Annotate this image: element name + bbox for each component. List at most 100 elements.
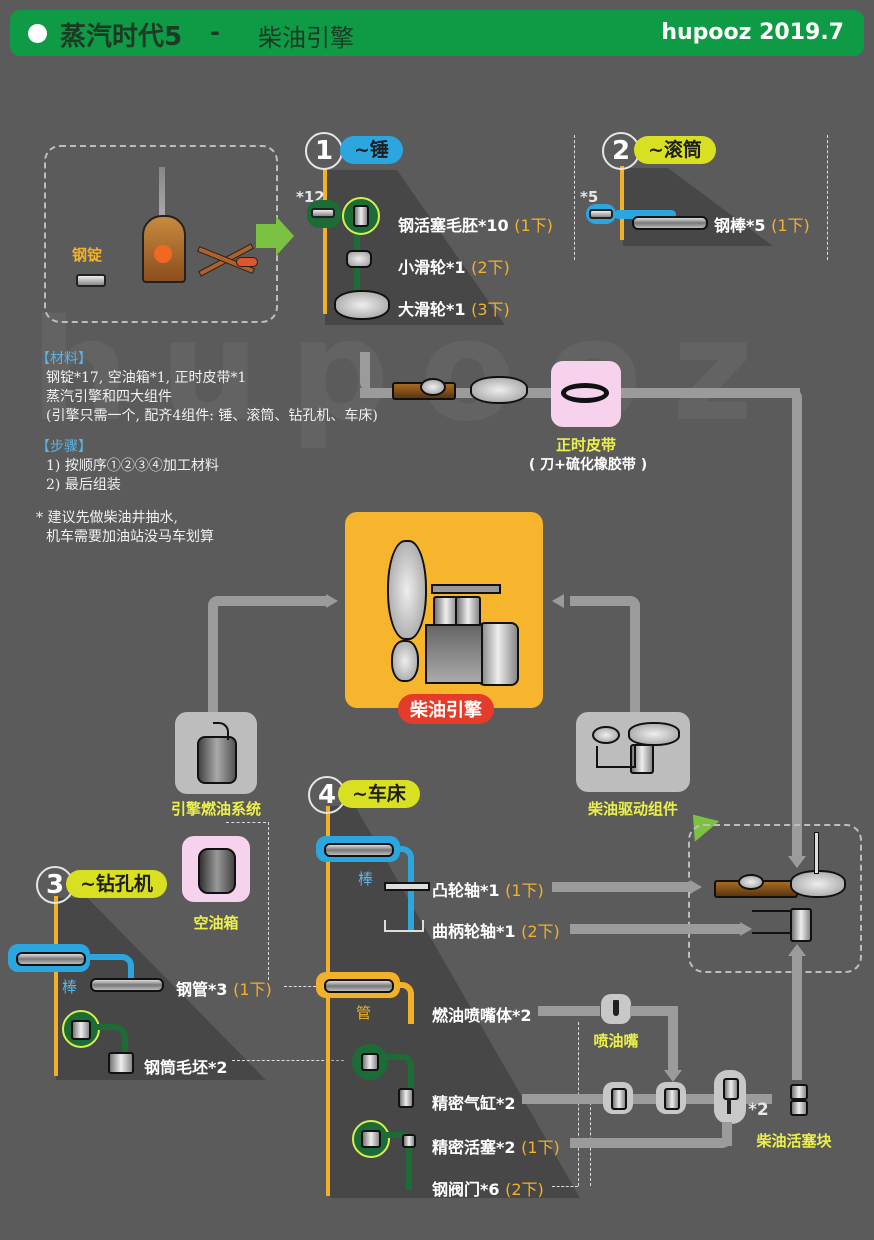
cylinder-blank-icon (71, 1020, 91, 1040)
small-pulley-icon (346, 250, 372, 268)
steel-pipe-icon (90, 978, 164, 992)
piston-blank-ring (342, 197, 380, 235)
flow-line (360, 352, 370, 392)
steel-ingot-label: 钢锭 (72, 246, 103, 264)
page-subtitle: 柴油引擎 (258, 24, 354, 52)
flow-line (630, 1006, 678, 1016)
flow-line (522, 1094, 772, 1104)
lathe-chain-line (406, 1134, 412, 1190)
timing-belt-icon (561, 383, 609, 403)
cylinder-blank-ring (62, 1010, 100, 1048)
nozzle-label: 喷油嘴 (593, 1032, 639, 1050)
roller-input-count: *5 (580, 188, 599, 206)
arrow-down-icon (664, 1070, 682, 1082)
rocker-bar-icon (431, 584, 501, 594)
flow-line (722, 1122, 732, 1146)
arrow-down-icon (788, 856, 806, 868)
lathe-item-3: 燃油喷嘴体*2 (432, 1006, 532, 1025)
flow-line (792, 388, 802, 858)
flow-line (570, 1138, 732, 1148)
fuel-system-card (175, 712, 257, 794)
piston-block-icon (790, 1100, 808, 1116)
materials-line: 钢锭*17, 空油箱*1, 正时皮带*1 (46, 370, 247, 386)
dashed-connector (552, 1186, 578, 1187)
piston-cylinder-icon (723, 1078, 739, 1100)
drill-flow-line (88, 954, 134, 984)
smelt-box: 钢锭 (44, 145, 278, 323)
precision-cylinder-icon (611, 1088, 627, 1110)
lathe-item-6: 钢阀门*6 (2下) (432, 1180, 544, 1199)
materials-line: (引擎只需一个, 配齐4组件: 锤、滚筒、钻孔机、车床) (46, 408, 378, 424)
diesel-piston-block (776, 1082, 816, 1116)
cylinder-icon (455, 596, 481, 628)
hammer-input-ring (307, 200, 341, 228)
small-wheel-icon (391, 640, 419, 682)
green-arrow-body (256, 224, 278, 248)
flow-line (570, 924, 742, 934)
steel-ingot-icon (76, 274, 106, 287)
tip-line: 机车需要加油站没马车划算 (46, 529, 214, 545)
hammer-item-3: 大滑轮*1 (3下) (398, 300, 510, 319)
flywheel-icon (387, 540, 427, 640)
lathe-item-5: 精密活塞*2 (1下) (432, 1138, 560, 1157)
empty-tank-card (182, 836, 250, 902)
fuel-hose-icon (213, 722, 229, 740)
crankshaft-icon (752, 910, 794, 934)
empty-tank-icon (198, 848, 236, 894)
fuel-system-label: 引擎燃油系统 (170, 800, 261, 818)
diesel-engine-label: 柴油引擎 (398, 694, 494, 724)
arrow-right-icon (740, 922, 752, 936)
lathe-rod-label: 棒 (358, 870, 374, 888)
piston-blank-ring (352, 1120, 390, 1158)
steel-rod-icon (16, 952, 86, 966)
arrow-right-icon (690, 880, 702, 894)
page-title: 蒸汽时代5 (60, 22, 183, 52)
piston-blank-icon (353, 205, 369, 227)
lathe-chain-line (382, 1054, 414, 1090)
timing-belt-label: 正时皮带 (555, 436, 616, 454)
timing-belt-recipe: ( 刀+硫化橡胶带 ) (528, 457, 648, 473)
crankshaft-icon (596, 746, 636, 768)
smoke-icon (159, 167, 165, 217)
drill-chain-line (96, 1024, 128, 1056)
author-credit: hupooz 2019.7 (661, 20, 844, 45)
flow-line (570, 596, 640, 606)
station-lathe-label: ~车床 (338, 780, 420, 808)
materials-line: 蒸汽引擎和四大组件 (46, 389, 172, 405)
empty-tank-label: 空油箱 (193, 914, 239, 932)
lathe-pipe-label: 管 (356, 1004, 372, 1022)
roller-divider-right (827, 135, 828, 260)
dashed-connector (284, 986, 316, 987)
precision-cylinder-icon (398, 1088, 414, 1108)
flow-line (208, 596, 328, 606)
station-roller-label: ~滚筒 (634, 136, 716, 164)
fuel-tank-icon (197, 736, 237, 784)
piston-block-label: 柴油活塞块 (756, 1132, 832, 1150)
title-separator: - (210, 18, 220, 46)
cylinder-node (603, 1082, 633, 1114)
engine-block-icon (425, 624, 483, 684)
hammer-item-1: 钢活塞毛胚*10 (1下) (398, 216, 553, 235)
tip-line: * 建议先做柴油井抽水, (36, 510, 178, 526)
roller-divider-left (574, 135, 575, 260)
precision-piston-icon (402, 1134, 416, 1148)
lathe-item-1: 凸轮轴*1 (1下) (432, 881, 544, 900)
dashed-connector (232, 1060, 344, 1061)
fuel-nozzle-icon (613, 1000, 619, 1016)
furnace-icon (142, 215, 186, 283)
fuel-tank-icon (477, 622, 519, 686)
flow-line (538, 1006, 600, 1016)
station-hammer-label: ~锤 (340, 136, 403, 164)
lathe-item-4: 精密气缸*2 (432, 1094, 516, 1113)
flow-line (208, 596, 218, 716)
drill-rod-label: 棒 (62, 978, 78, 996)
piston-block-icon (790, 908, 812, 942)
steel-rod-icon (632, 216, 708, 230)
large-pulley-icon (790, 870, 846, 898)
roller-process-line (620, 166, 624, 240)
arrow-right-icon (326, 594, 338, 608)
drive-assembly-card (576, 712, 690, 792)
station-1-number: 1 (305, 132, 343, 170)
hammer-item-2: 小滑轮*1 (2下) (398, 258, 510, 277)
steel-pipe-icon (324, 979, 394, 993)
